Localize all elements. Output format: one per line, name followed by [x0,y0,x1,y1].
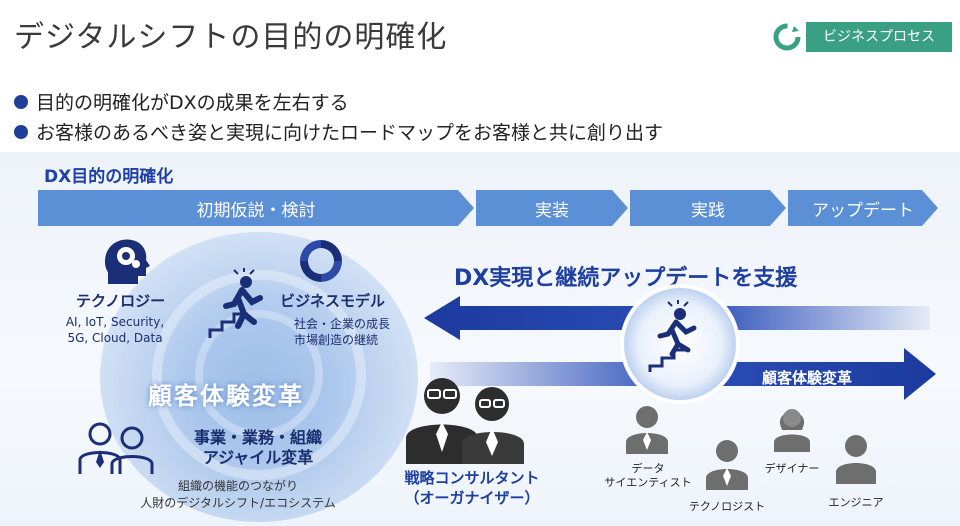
business-model-title: ビジネスモデル [280,292,386,310]
bullet-item: お客様のあるべき姿と実現に向けたロードマップをお客様と共に創り出す [14,118,663,145]
phase-initial: 初期仮説・検討 [38,190,474,226]
technology-title: テクノロジー [76,292,166,310]
section-title: DX目的の明確化 [44,167,174,187]
business-model-items: 社会・企業の成長 市場創造の継続 [294,316,390,348]
person-silhouette-icon [626,406,668,454]
phase-update: アップデート [788,190,938,226]
data-scientist-label: データ サイエンティスト [598,462,698,490]
strategy-consultant-label: 戦略コンサルタント （オーガナイザー） [392,468,552,508]
phase-implement: 実装 [476,190,628,226]
technology-items: AI, IoT, Security, 5G, Cloud, Data [40,314,190,346]
org-sub-line: 人財のデジタルシフト/エコシステム [140,496,336,510]
bullet-text: 目的の明確化がDXの成果を左右する [36,92,349,114]
customer-experience-arrow-label: 顧客体験変革 [762,369,853,387]
runner-stairs-icon [648,300,697,372]
runner-stairs-icon [208,268,263,338]
support-title: DX実現と継続アップデートを支援 [454,266,798,291]
person-silhouette-icon [836,435,876,484]
person-silhouette-icon [706,440,748,490]
phase-practice: 実践 [630,190,786,226]
phase-label: アップデート [812,200,914,221]
business-item: 社会・企業の成長 [294,317,391,331]
bullet-dot-icon [14,124,28,139]
technology-item: 5G, Cloud, Data [67,331,163,345]
technologist-label: テクノロジスト [688,500,766,513]
org-title-line: 事業・業務・組織 [193,428,322,447]
phase-label: 実践 [691,200,725,221]
refresh-cycle-icon [300,240,342,282]
cycle-icon [773,23,801,51]
org-agile-title: 事業・業務・組織 アジャイル変革 [168,428,348,468]
business-people-icon [406,378,524,464]
page-title: デジタルシフトの目的の明確化 [14,20,448,55]
consultant-line: （オーガナイザー） [404,489,540,507]
circle-ring [152,270,366,480]
badge-label: ビジネスプロセス [806,22,952,52]
role-line: データ [631,462,665,475]
engineer-label: エンジニア [828,496,884,509]
designer-label: デザイナー [764,462,820,475]
bullet-item: 目的の明確化がDXの成果を左右する [14,88,349,115]
two-people-icon [78,422,154,474]
bullet-dot-icon [14,94,28,109]
org-title-line: アジャイル変革 [202,448,314,467]
bullet-text: お客様のあるべき姿と実現に向けたロードマップをお客様と共に創り出す [36,122,664,144]
consultant-line: 戦略コンサルタント [404,469,540,487]
customer-experience-label: 顧客体験変革 [148,382,304,410]
category-badge: ビジネスプロセス [772,20,952,54]
phase-label: 実装 [535,200,569,221]
phase-label: 初期仮説・検討 [196,200,316,221]
person-silhouette-icon [774,409,810,452]
head-gear-icon [104,239,150,284]
org-subtext: 組織の機能のつながり 人財のデジタルシフト/エコシステム [108,478,368,512]
circle-ring [195,310,323,438]
org-sub-line: 組織の機能のつながり [177,479,298,493]
technology-item: AI, IoT, Security, [65,315,165,329]
role-line: サイエンティスト [604,476,692,489]
business-item: 市場創造の継続 [294,333,379,347]
